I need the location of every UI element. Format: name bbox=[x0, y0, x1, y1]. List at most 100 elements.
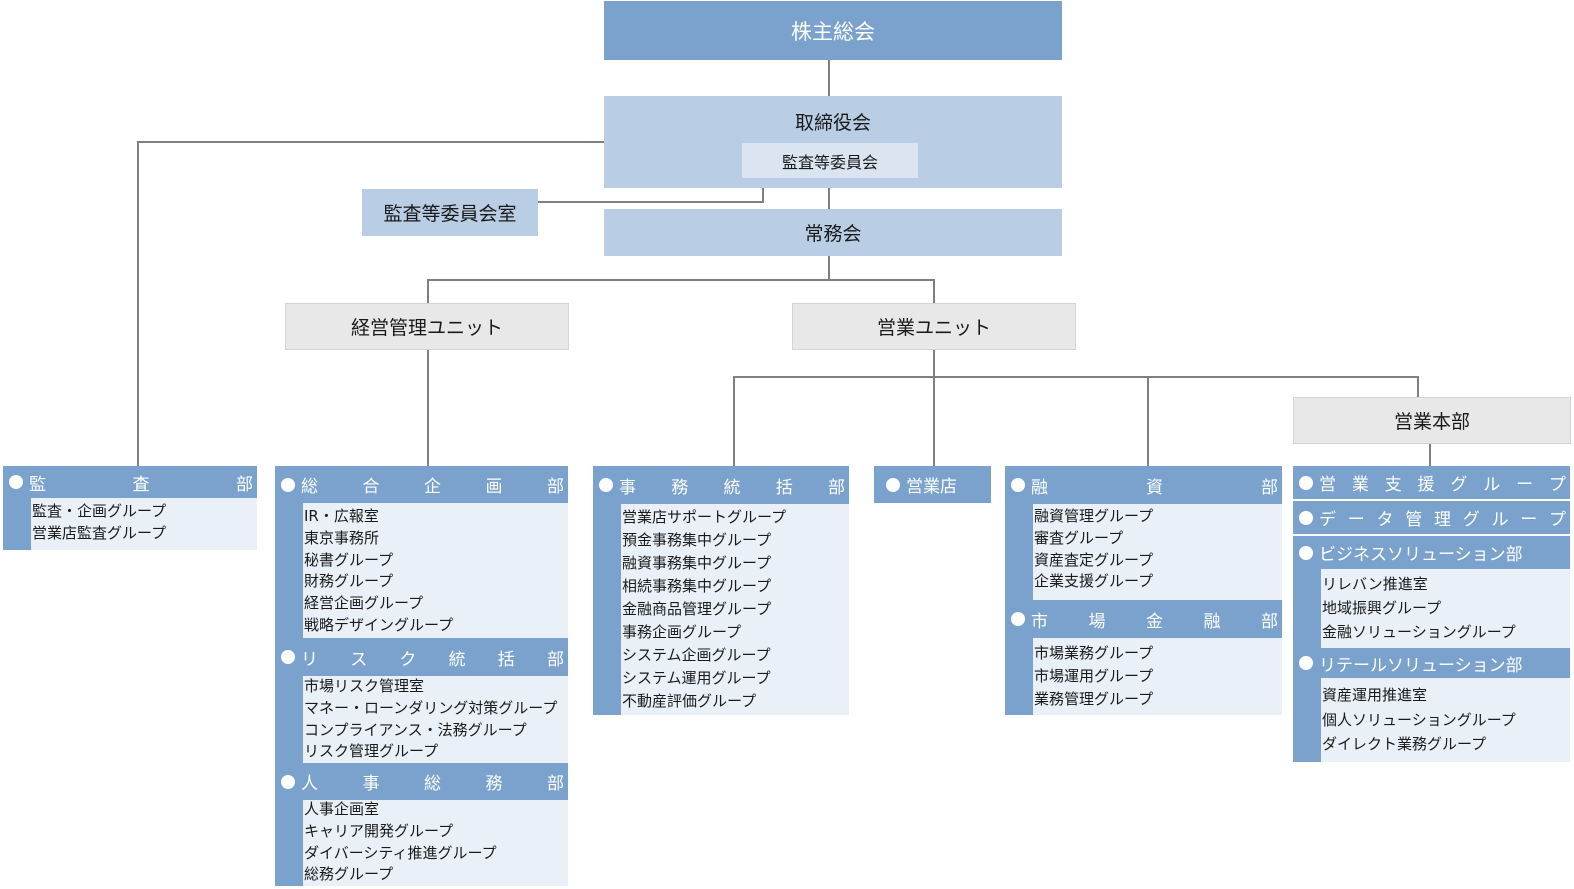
dept-header: リテールソリューション部 bbox=[1293, 648, 1570, 678]
bullet-icon bbox=[886, 477, 900, 492]
sales-unit-label: 営業ユニット bbox=[876, 317, 991, 339]
item-list: 融資管理グループ 審査グループ 資産査定グループ 企業支援グループ bbox=[1034, 506, 1153, 593]
list-item: 監査・企画グループ bbox=[32, 502, 167, 520]
list-item: 金融ソリューショングループ bbox=[1322, 623, 1516, 641]
list-item: 戦略デザイングループ bbox=[304, 615, 454, 634]
list-item: システム運用グループ bbox=[622, 669, 771, 687]
dept-title: 融資部 bbox=[1031, 473, 1282, 498]
dept-header: 営業店 bbox=[874, 466, 991, 503]
list-item: 相続事務集中グループ bbox=[622, 577, 772, 595]
management-departments: 総合企画部 IR・広報室 東京事務所 秘書グループ 財務グループ 経営企画グルー… bbox=[275, 466, 568, 886]
title-char: 部 bbox=[547, 774, 564, 794]
title-char: 総 bbox=[424, 774, 441, 794]
bullet-icon bbox=[1011, 612, 1025, 626]
dept-body: 融資管理グループ 審査グループ 資産査定グループ 企業支援グループ bbox=[1005, 504, 1282, 600]
title-char: 部 bbox=[546, 649, 564, 670]
list-item: 資産運用推進室 bbox=[1322, 686, 1428, 704]
dept-bar bbox=[1005, 638, 1033, 715]
dept-bar bbox=[1293, 569, 1321, 648]
branches: 営業店 bbox=[874, 466, 991, 503]
shareholders-meeting: 株主総会 bbox=[604, 1, 1062, 60]
list-item: 営業店サポートグループ bbox=[622, 508, 787, 526]
item-list: 監査・企画グループ 営業店監査グループ bbox=[32, 501, 166, 545]
item-list: 資産運用推進室 個人ソリューショングループ ダイレクト業務グループ bbox=[1322, 683, 1516, 757]
board-of-directors-label: 取締役会 bbox=[794, 112, 871, 134]
list-item: 個人ソリューショングループ bbox=[1322, 710, 1516, 729]
title-char: 事 bbox=[619, 477, 636, 498]
title-char: 監 bbox=[29, 474, 46, 495]
title-char: 括 bbox=[497, 649, 515, 670]
executive-committee-label: 常務会 bbox=[804, 223, 862, 245]
dept-title: 営業支援グループ bbox=[1319, 470, 1570, 495]
line-executive-management bbox=[427, 256, 830, 303]
dept-body: 市場業務グループ 市場運用グループ 業務管理グループ bbox=[1005, 638, 1282, 715]
bullet-icon bbox=[1299, 475, 1313, 490]
list-item: 不動産評価グループ bbox=[622, 692, 757, 710]
audit-committee-office-label: 監査等委員会室 bbox=[383, 203, 517, 225]
dept-header: 監査部 bbox=[3, 466, 257, 498]
list-item: 事務企画グループ bbox=[622, 623, 742, 641]
bullet-icon bbox=[281, 650, 295, 664]
list-item: 営業店監査グループ bbox=[32, 523, 167, 542]
title-char: 部 bbox=[1261, 611, 1278, 632]
dept-header: 融資部 bbox=[1005, 466, 1282, 504]
list-item: 融資事務集中グループ bbox=[622, 554, 772, 572]
audit-committee-office: 監査等委員会室 bbox=[362, 189, 538, 236]
management-unit-label: 経営管理ユニット bbox=[350, 317, 503, 339]
title-char: 金 bbox=[1146, 611, 1163, 632]
bullet-icon bbox=[281, 774, 295, 789]
list-item: リスク管理グループ bbox=[304, 742, 439, 761]
title-char: 理 bbox=[1434, 510, 1451, 530]
list-item: 東京事務所 bbox=[304, 528, 380, 547]
title-char: ー bbox=[1516, 475, 1534, 495]
sales-unit: 営業ユニット bbox=[792, 303, 1076, 350]
item-list: 市場業務グループ 市場運用グループ 業務管理グループ bbox=[1034, 642, 1153, 711]
list-item: IR・広報室 bbox=[304, 507, 379, 525]
dept-bar bbox=[1005, 504, 1033, 600]
dept-body: 資産運用推進室 個人ソリューショングループ ダイレクト業務グループ bbox=[1293, 678, 1570, 762]
bullet-icon bbox=[9, 475, 23, 489]
item-list: 営業店サポートグループ 預金事務集中グループ 融資事務集中グループ 相続事務集中… bbox=[622, 506, 786, 713]
title-char: 支 bbox=[1384, 475, 1402, 495]
list-item: ダイバーシティ推進グループ bbox=[304, 843, 497, 862]
bullet-icon bbox=[1299, 656, 1313, 670]
divider bbox=[1293, 534, 1570, 536]
dept-body: 市場リスク管理室 マネー・ローンダリング対策グループ コンプライアンス・法務グル… bbox=[275, 676, 568, 763]
list-item: 総務グループ bbox=[304, 865, 394, 884]
dept-header: 事務統括部 bbox=[593, 466, 849, 504]
list-item: コンプライアンス・法務グループ bbox=[304, 720, 527, 739]
title-char: 融 bbox=[1203, 611, 1221, 632]
dept-title: 営業店 bbox=[906, 477, 957, 497]
title-char: 企 bbox=[424, 477, 441, 497]
dept-bar bbox=[275, 503, 303, 638]
title-char: リ bbox=[301, 649, 318, 670]
title-char: 部 bbox=[1261, 477, 1278, 498]
title-char: 査 bbox=[132, 474, 150, 495]
title-char: ル bbox=[1491, 510, 1509, 530]
title-char: 部 bbox=[236, 474, 253, 495]
item-list: 人事企画室 キャリア開発グループ ダイバーシティ推進グループ 総務グループ bbox=[304, 799, 497, 886]
title-char: タ bbox=[1376, 510, 1394, 530]
list-item: 業務管理グループ bbox=[1034, 690, 1154, 708]
title-char: デ bbox=[1319, 510, 1336, 530]
bullet-icon bbox=[1011, 478, 1025, 492]
dept-header: 市場金融部 bbox=[1005, 600, 1282, 638]
title-char: 部 bbox=[828, 477, 845, 498]
dept-header: 人事総務部 bbox=[275, 763, 568, 800]
dept-body: 営業店サポートグループ 預金事務集中グループ 融資事務集中グループ 相続事務集中… bbox=[593, 504, 849, 715]
dept-title: 監査部 bbox=[29, 470, 257, 495]
line-executive-sales bbox=[829, 279, 935, 303]
line-sales-branch-bus bbox=[733, 376, 1419, 466]
dept-header: 営業支援グループ bbox=[1293, 466, 1570, 499]
list-item: 市場運用グループ bbox=[1034, 667, 1154, 685]
bullet-icon bbox=[1299, 545, 1313, 560]
operations-department: 事務統括部 営業店サポートグループ 預金事務集中グループ 融資事務集中グループ … bbox=[593, 466, 849, 715]
title-char: ス bbox=[350, 649, 368, 670]
sales-headquarters-label: 営業本部 bbox=[1393, 411, 1470, 433]
list-item: システム企画グループ bbox=[622, 646, 771, 664]
title-char: 総 bbox=[301, 477, 318, 497]
dept-title: 総合企画部 bbox=[301, 472, 568, 497]
dept-header: ビジネスソリューション部 bbox=[1293, 536, 1570, 569]
title-char: 部 bbox=[547, 477, 564, 497]
list-item: 市場業務グループ bbox=[1034, 644, 1154, 662]
